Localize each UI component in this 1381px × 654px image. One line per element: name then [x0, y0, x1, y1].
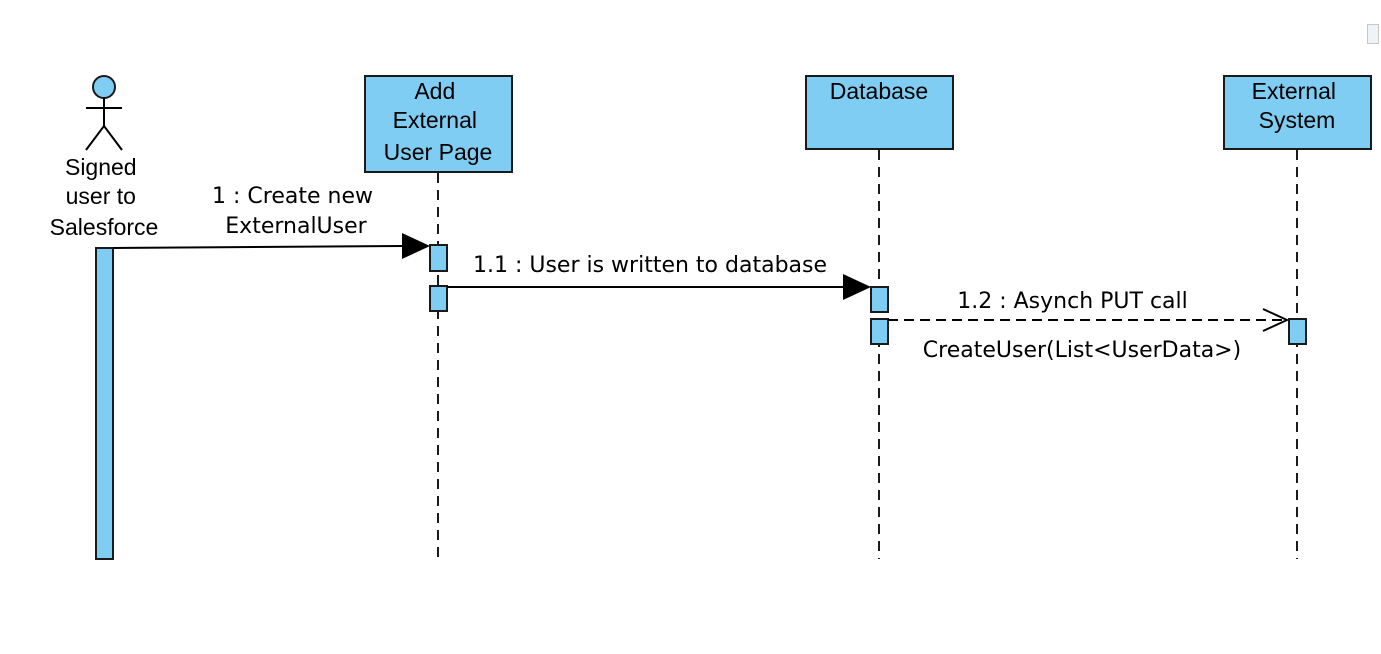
- lifeline-label: Database: [830, 78, 928, 104]
- actor-label-line: user to: [66, 183, 136, 209]
- activation-bar: [429, 285, 448, 312]
- activation-bar: [429, 244, 448, 272]
- lifeline-label-line: External: [1252, 78, 1336, 104]
- message-line: [112, 245, 405, 249]
- lifeline-label-line: Add: [414, 78, 455, 104]
- lifeline-label: External System: [1252, 78, 1343, 133]
- activation-bar: [870, 318, 889, 345]
- actor-right-leg: [103, 125, 123, 151]
- lifeline-label-line: User Page: [384, 139, 493, 165]
- open-arrowhead-icon: [1262, 308, 1290, 332]
- lifeline-label: Add External User Page: [384, 78, 493, 165]
- lifeline-box: [805, 75, 954, 150]
- message-label: 1.1 : User is written to database: [473, 253, 827, 278]
- message-label-line: CreateUser(List<UserData>): [923, 338, 1241, 363]
- filled-arrowhead-icon: [843, 274, 871, 300]
- message-label-line: 1.1 : User is written to database: [473, 253, 827, 278]
- lifeline-external-system[interactable]: External System: [1223, 75, 1372, 559]
- message-label-line: 1 : Create new: [212, 184, 373, 209]
- activation-bar: [870, 286, 889, 313]
- lifeline-add-external-user-page[interactable]: Add External User Page: [364, 75, 513, 559]
- actor-label-line: Salesforce: [50, 214, 159, 240]
- actor-left-leg: [85, 125, 105, 151]
- activation-bar: [1288, 318, 1307, 345]
- message-label-line: 1.2 : Asynch PUT call: [957, 289, 1188, 314]
- message-label: 1.2 : Asynch PUT call CreateUser(List<Us…: [923, 289, 1241, 363]
- actor-activation-bar: [95, 247, 114, 560]
- lifeline-label-line: External: [393, 107, 477, 133]
- lifeline-database[interactable]: Database: [805, 75, 954, 559]
- message-asynch-put-call[interactable]: 1.2 : Asynch PUT call CreateUser(List<Us…: [888, 289, 1290, 363]
- message-user-written-to-database[interactable]: 1.1 : User is written to database: [447, 253, 871, 300]
- filled-arrowhead-icon: [402, 233, 430, 259]
- actor-label-line: Signed: [65, 154, 137, 180]
- lifeline-label-line: Database: [830, 78, 928, 104]
- actor-label: Signed user to Salesforce: [50, 154, 159, 240]
- lifeline-box: [364, 75, 513, 173]
- lifeline-box: [1223, 75, 1372, 150]
- actor-head-icon: [92, 75, 116, 99]
- lifeline-label-line: System: [1259, 107, 1336, 133]
- message-create-external-user[interactable]: 1 : Create new ExternalUser: [112, 184, 430, 259]
- page-corner-icon: [1367, 24, 1379, 44]
- actor-signed-user[interactable]: Signed user to Salesforce: [50, 75, 159, 240]
- message-label: 1 : Create new ExternalUser: [212, 184, 380, 239]
- message-label-line: ExternalUser: [225, 214, 367, 239]
